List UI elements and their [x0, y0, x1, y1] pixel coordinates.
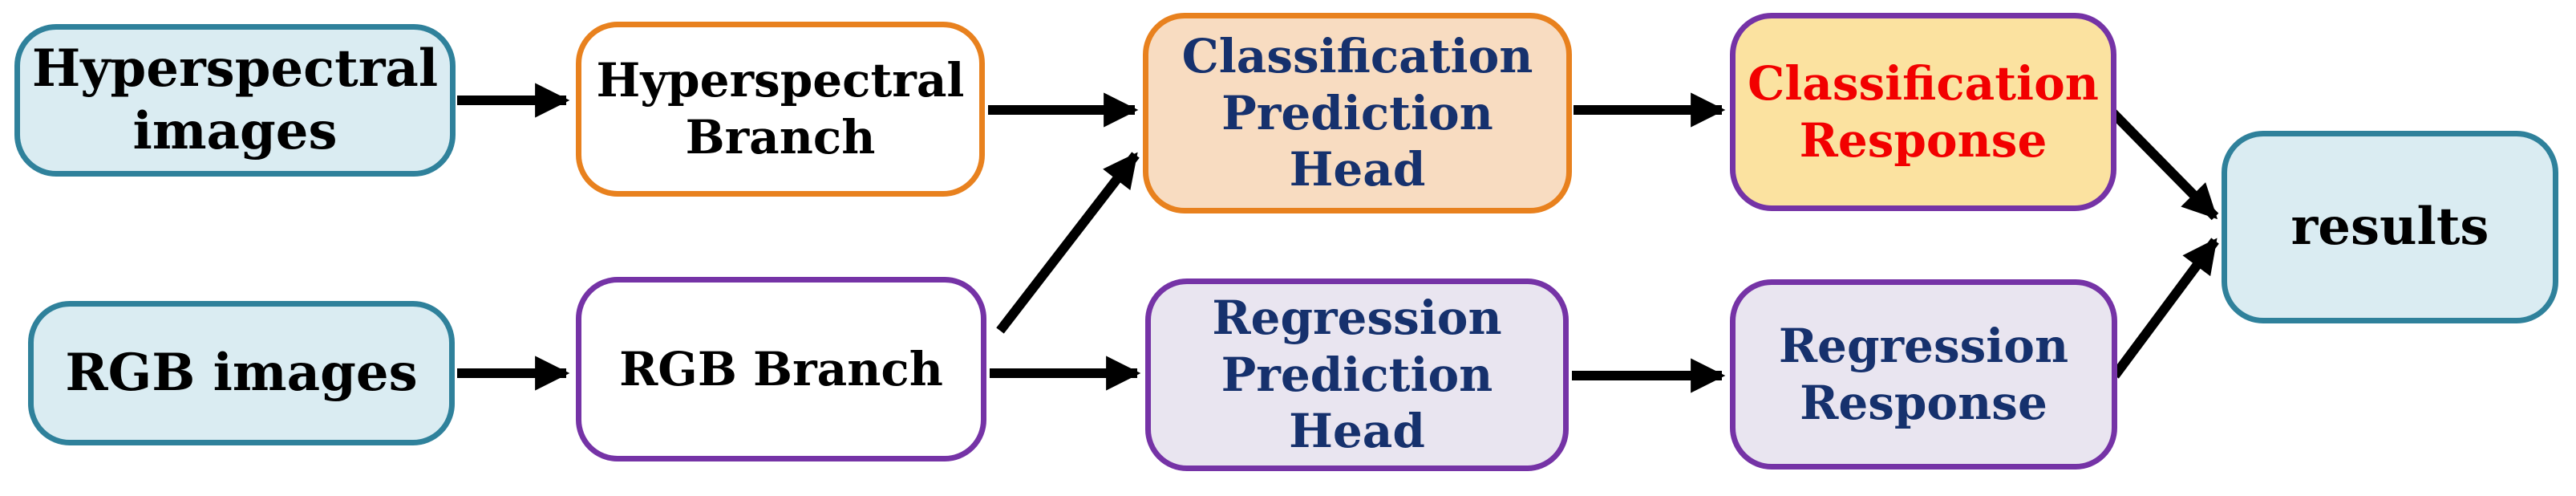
node-rgb-branch: RGB Branch [576, 277, 986, 461]
node-classification-response: Classification Response [1730, 13, 2116, 211]
node-regression-prediction-head: Regression Prediction Head [1145, 278, 1569, 471]
node-rgb-images: RGB images [28, 301, 455, 445]
node-classification-prediction-head: Classification Prediction Head [1143, 13, 1572, 213]
arrow-classification-response-to-results [2108, 108, 2219, 221]
node-label: Classification Response [1748, 55, 2099, 168]
arrow-regression-response-to-results [2111, 238, 2219, 379]
node-label: Regression Prediction Head [1212, 290, 1502, 459]
node-label: Hyperspectral images [31, 38, 439, 161]
node-hyperspectral-images: Hyperspectral images [14, 24, 456, 177]
node-label: Regression Response [1778, 318, 2069, 430]
node-label: results [2290, 196, 2489, 257]
node-label: RGB Branch [619, 341, 943, 396]
node-results: results [2222, 131, 2558, 323]
node-label: Hyperspectral Branch [596, 53, 965, 165]
arrow-rgb-branch-to-classification-prediction-head [996, 152, 1140, 334]
node-hyperspectral-branch: Hyperspectral Branch [576, 22, 985, 197]
node-label: RGB images [65, 342, 418, 403]
node-label: Classification Prediction Head [1181, 28, 1533, 197]
node-regression-response: Regression Response [1730, 279, 2117, 470]
